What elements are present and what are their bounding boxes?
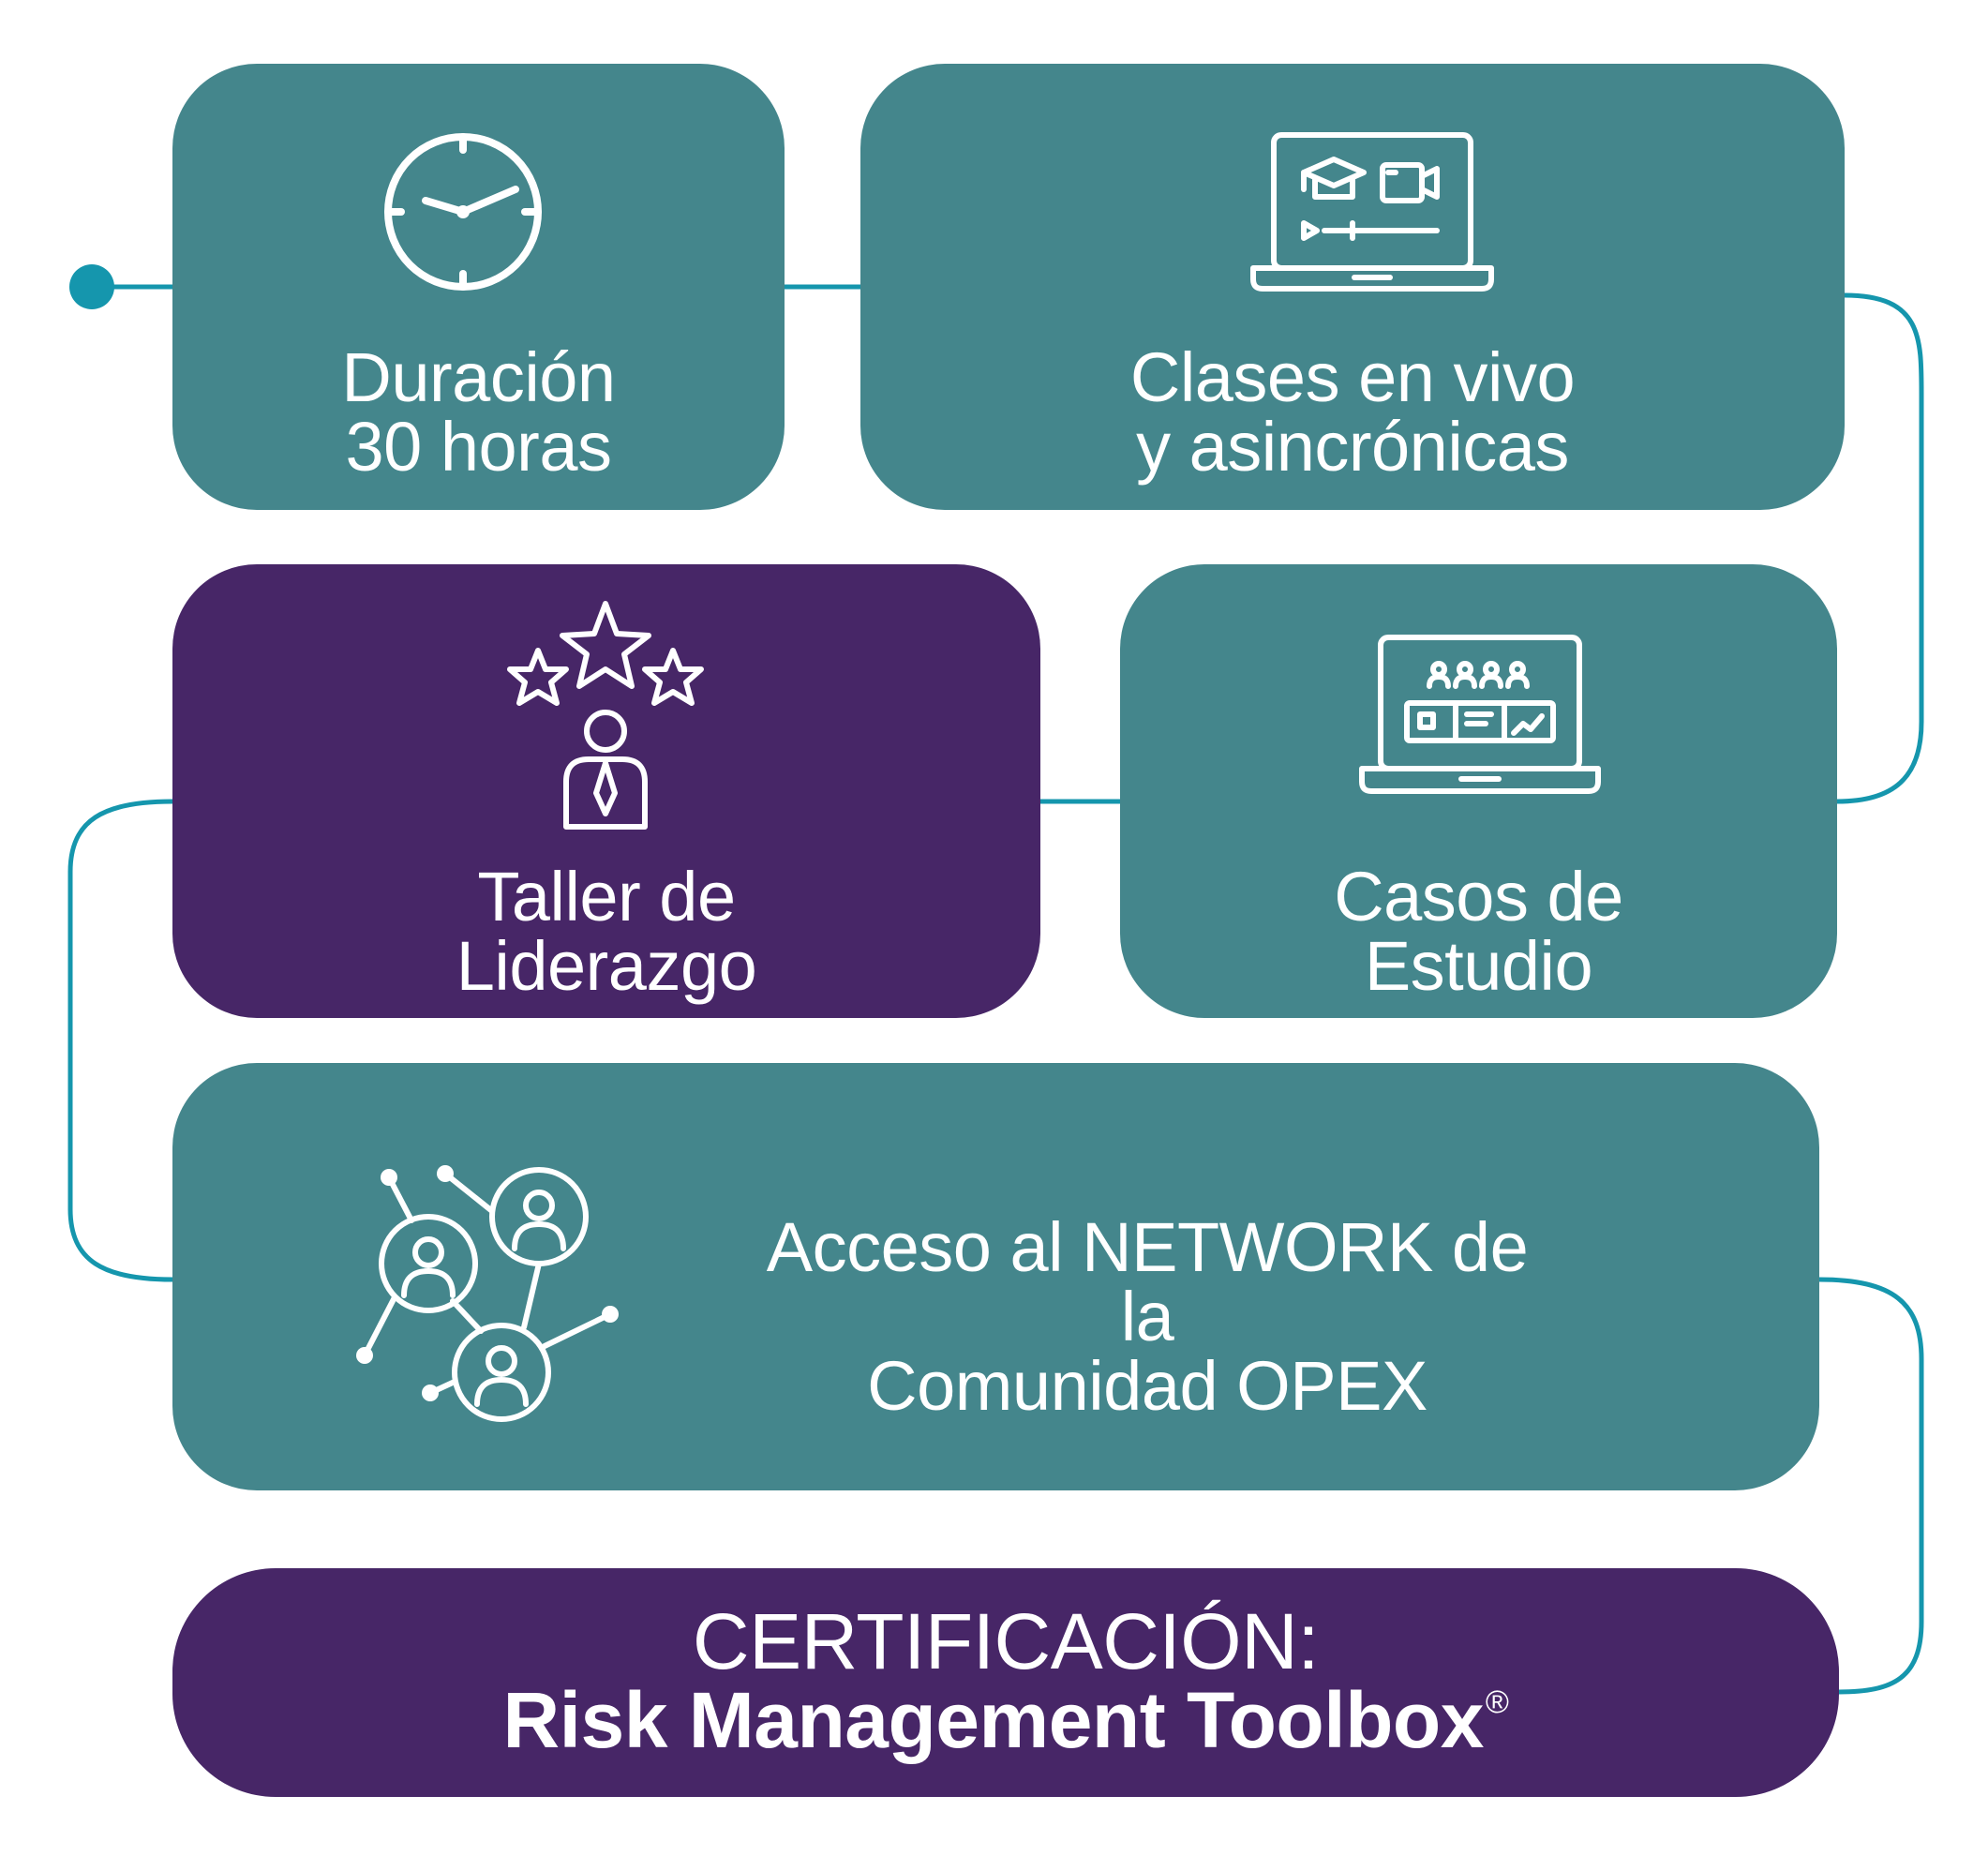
duration-card: Duración 30 horas: [172, 64, 785, 510]
registered-mark: ®: [1485, 1684, 1509, 1720]
leadership-workshop-line1: Taller de: [477, 858, 736, 935]
certification-card: CERTIFICACIÓN: Risk Management Toolbox®: [172, 1568, 1839, 1797]
live-classes-label: Clases en vivo y asincrónicas: [860, 343, 1845, 482]
network-access-card: Acceso al NETWORK de la Comunidad OPEX: [172, 1063, 1819, 1490]
leadership-workshop-line2: Liderazgo: [456, 927, 757, 1005]
leadership-workshop-label: Taller de Liderazgo: [172, 862, 1040, 1001]
live-classes-card: Clases en vivo y asincrónicas: [860, 64, 1845, 510]
certification-program: Risk Management Toolbox: [502, 1676, 1485, 1764]
duration-title: Duración: [341, 338, 616, 416]
clock-icon: [384, 133, 542, 291]
case-studies-line1: Casos de: [1334, 858, 1623, 935]
network-access-line1: Acceso al NETWORK de la: [766, 1208, 1529, 1355]
case-studies-card: Casos de Estudio: [1120, 564, 1837, 1018]
laptop-online-class-icon: [1250, 132, 1494, 292]
leadership-workshop-card: Taller de Liderazgo: [172, 564, 1040, 1018]
live-classes-line2: y asincrónicas: [1136, 408, 1569, 486]
duration-value: 30 horas: [345, 408, 612, 486]
certification-title: CERTIFICACIÓN:: [692, 1597, 1320, 1685]
network-people-icon: [356, 1165, 619, 1422]
leader-stars-icon: [507, 601, 704, 830]
certification-label: CERTIFICACIÓN: Risk Management Toolbox®: [172, 1602, 1839, 1759]
duration-label: Duración 30 horas: [172, 343, 785, 482]
live-classes-line1: Clases en vivo: [1129, 338, 1576, 416]
start-dot: [69, 264, 114, 309]
network-access-line2: Comunidad OPEX: [867, 1347, 1427, 1425]
certification-name: Risk Management Toolbox®: [172, 1681, 1839, 1759]
laptop-case-study-icon: [1359, 635, 1601, 794]
case-studies-label: Casos de Estudio: [1120, 862, 1837, 1001]
case-studies-line2: Estudio: [1364, 927, 1593, 1005]
network-access-label: Acceso al NETWORK de la Comunidad OPEX: [735, 1213, 1560, 1421]
